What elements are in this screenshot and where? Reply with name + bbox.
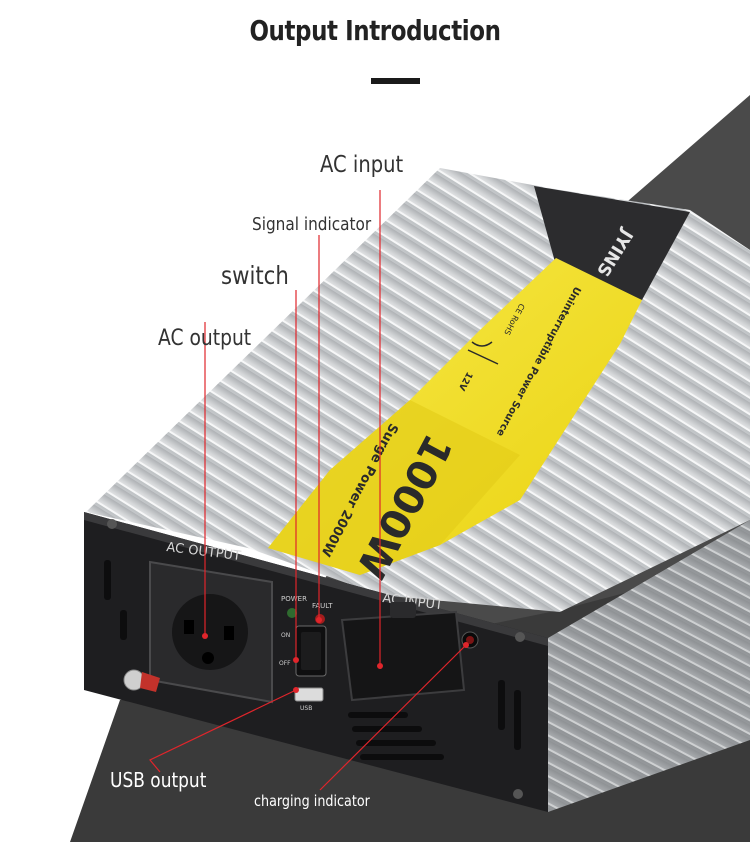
socket-pin-slot: [184, 620, 194, 634]
vent-slot: [360, 754, 444, 760]
ac-input-latch: [390, 602, 416, 618]
callout-switch: switch: [221, 261, 289, 290]
vent-slot: [356, 740, 436, 746]
callout-line-usb: [149, 689, 297, 773]
power-switch-rocker: [301, 632, 321, 670]
callout-usb-output: USB output: [110, 768, 207, 792]
vent-slot: [498, 680, 505, 730]
inverter-side: [548, 520, 750, 812]
callout-dot: [463, 642, 469, 648]
callout-dot: [202, 633, 208, 639]
callout-dot: [293, 657, 299, 663]
ac-dc-symbol-icon: [467, 341, 499, 365]
fault-led-label: FAULT: [312, 602, 333, 610]
callout-line-charging: [319, 644, 467, 791]
page-title: Output Introduction: [249, 14, 501, 47]
title-underline: [371, 78, 420, 84]
ac-input-socket[interactable]: [340, 610, 466, 702]
ac-output-socket-face: [172, 594, 248, 670]
switch-on-label: ON: [281, 632, 290, 639]
screw-icon: [513, 789, 523, 799]
callout-lines: [149, 190, 467, 791]
front-panel-highlight: [84, 512, 548, 646]
yellow-label-shade: [268, 400, 520, 575]
vent-slot: [352, 726, 422, 732]
screw-icon: [107, 519, 117, 529]
socket-pin-slot: [202, 652, 214, 664]
power-led-label: POWER: [281, 595, 307, 603]
callout-dot: [377, 663, 383, 669]
charging-led-core-icon: [466, 636, 474, 644]
callout-ac-input: AC input: [320, 152, 404, 178]
switch-off-label: OFF: [279, 660, 291, 667]
vent-slot: [120, 610, 127, 640]
callout-charging-indicator: charging indicator: [254, 792, 370, 810]
callout-dot: [293, 687, 299, 693]
vent-slot: [348, 712, 408, 718]
socket-pin-slot: [224, 626, 234, 640]
vent-slot: [514, 690, 521, 750]
callout-dot: [316, 617, 322, 623]
callout-ac-output: AC output: [158, 326, 252, 351]
callout-signal-indicator: Signal indicator: [252, 214, 372, 235]
power-led-icon: [287, 608, 297, 618]
ground-terminal-clip-icon: [140, 672, 160, 692]
usb-label: USB: [300, 705, 312, 712]
usb-port[interactable]: [294, 687, 324, 702]
vent-slot: [104, 560, 111, 600]
screw-icon: [515, 632, 525, 642]
